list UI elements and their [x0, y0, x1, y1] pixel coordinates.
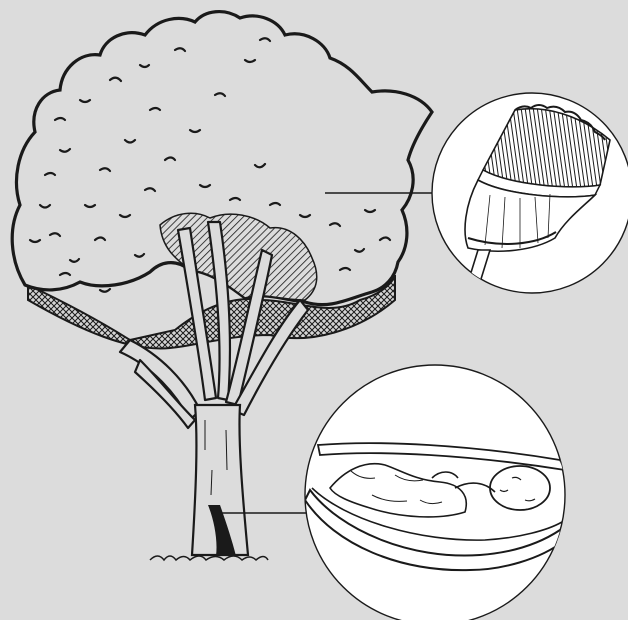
cradle-callout — [305, 365, 565, 620]
broom-callout — [432, 93, 628, 293]
infant — [490, 466, 550, 510]
